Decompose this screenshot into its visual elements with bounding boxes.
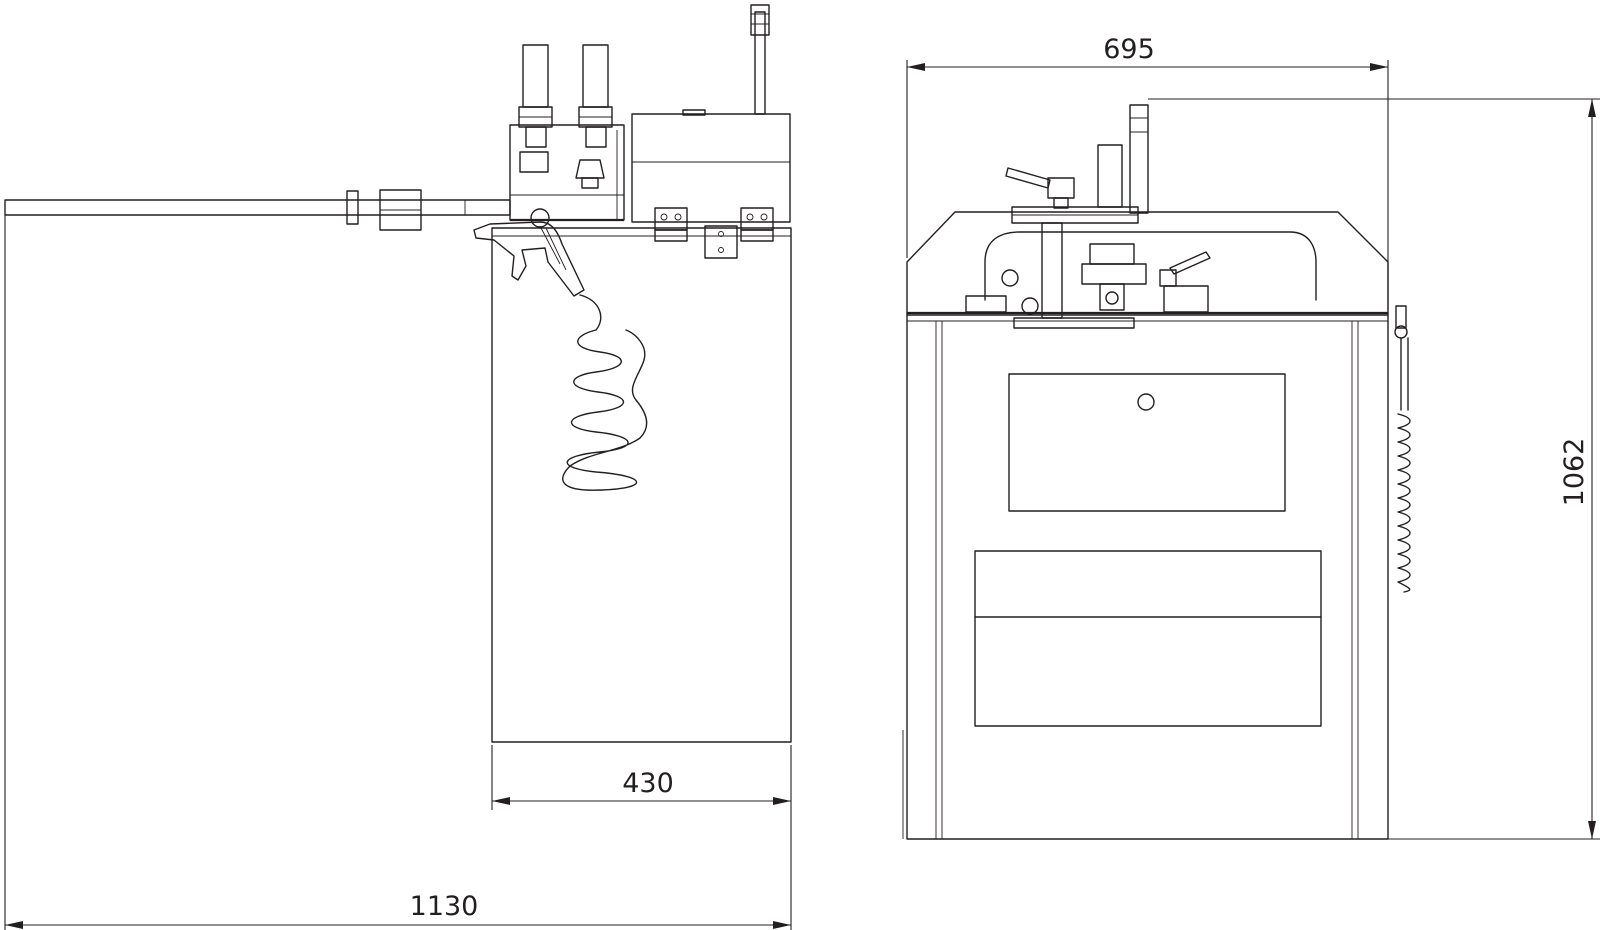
side-cabinet [491,227,792,743]
front-lower-panel [974,550,1322,727]
dimension-1062: 1062 [1148,98,1600,840]
front-cabinet [906,314,1389,840]
front-hose [1394,305,1411,593]
air-gun [473,208,585,297]
front-view [902,104,1411,840]
dimension-430: 430 [491,745,792,930]
front-head [965,104,1211,329]
dimension-695: 695 [906,34,1389,310]
dimension-label-695: 695 [1103,34,1155,65]
front-upper-panel [1008,373,1286,512]
dimension-1130: 1130 [4,215,791,930]
coiled-hose [562,294,648,491]
dimension-label-1062: 1062 [1559,438,1590,507]
dimension-label-430: 430 [622,768,674,799]
upper-housing [631,4,791,259]
panel-hole [1137,393,1155,411]
side-view [4,4,792,743]
extension-bar [4,189,511,231]
dimension-label-1130: 1130 [410,891,479,922]
press-head [509,44,625,222]
